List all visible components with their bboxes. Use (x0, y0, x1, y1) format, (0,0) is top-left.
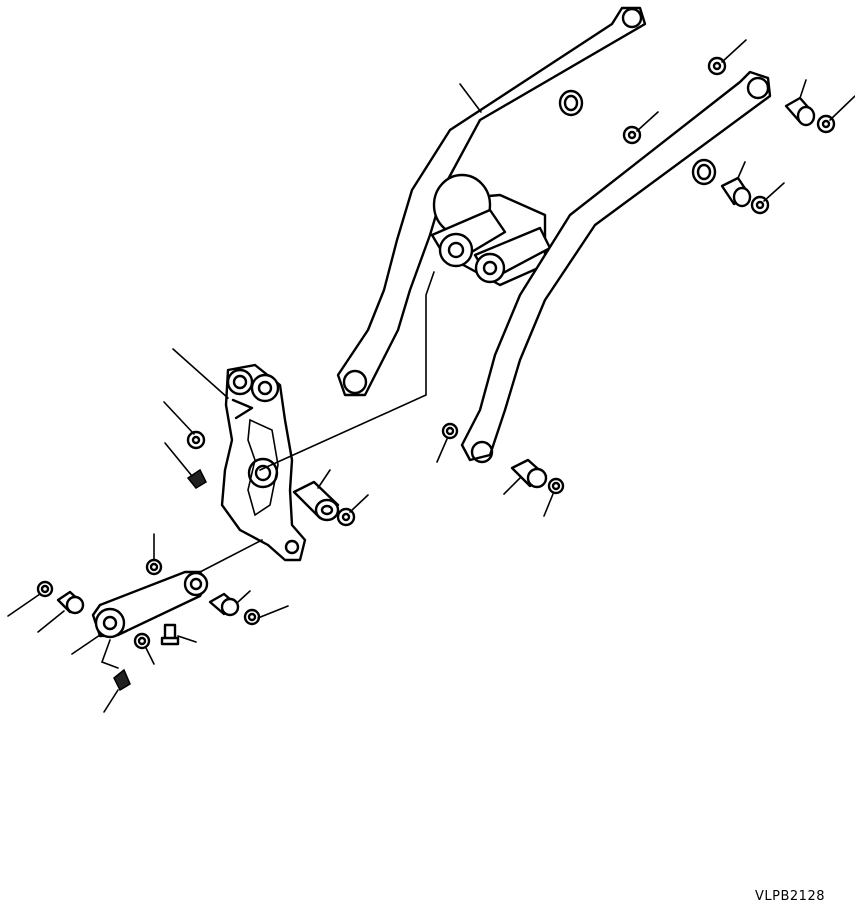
cross-tube (430, 173, 552, 287)
bushing-right-arm-top (784, 96, 816, 127)
bushing-link-left (56, 590, 85, 615)
bushings (56, 96, 816, 617)
bushing-link-right (208, 592, 240, 617)
bell-crank (220, 363, 307, 562)
bushing-right-arm-lower (510, 458, 548, 489)
right-lift-arm (460, 70, 772, 464)
bushing-right-arm-mid (720, 176, 752, 208)
grease-fittings (113, 468, 207, 692)
drawing-reference-code: VLPB2128 (755, 889, 825, 904)
link (91, 570, 209, 639)
bushing-bellcrank (292, 480, 340, 522)
assembly-lines (100, 271, 435, 669)
left-lift-arm (336, 6, 647, 397)
seals (36, 56, 836, 650)
leader-lines (7, 39, 855, 713)
